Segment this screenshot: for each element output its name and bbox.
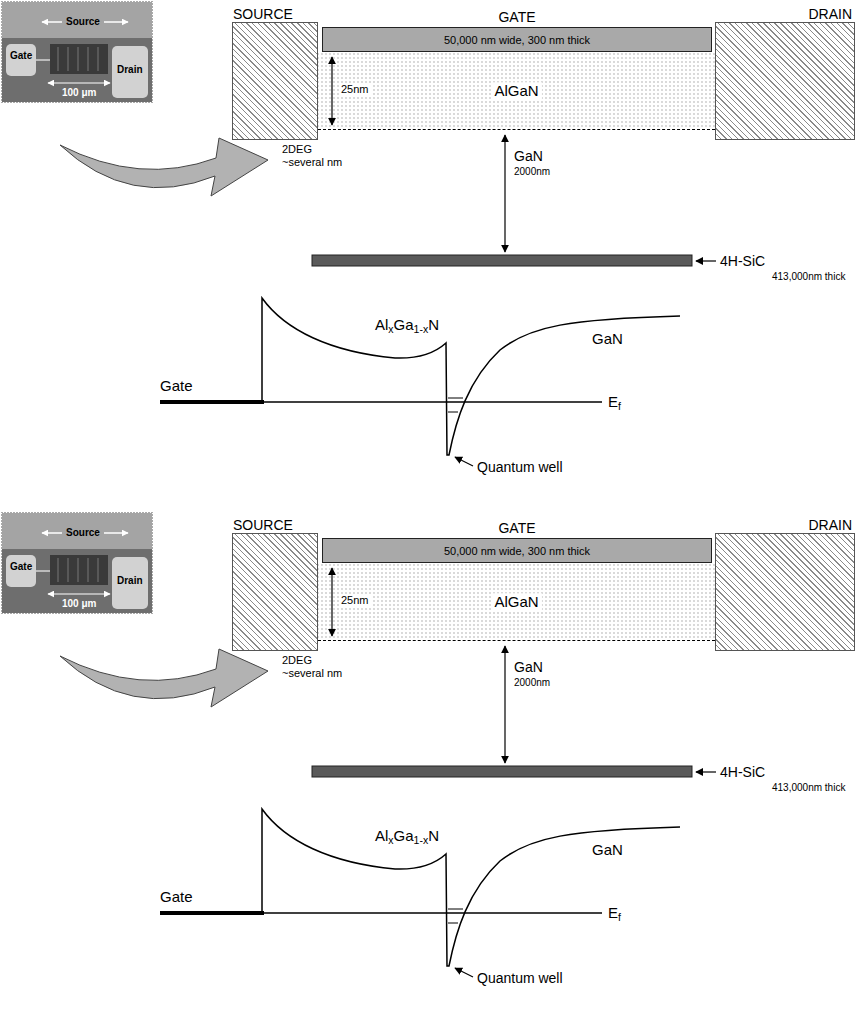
contact-label: SOURCE	[233, 517, 293, 533]
drain-contact: DRAIN	[715, 22, 855, 140]
gate-metal-line	[160, 400, 264, 404]
fermi-level-line	[264, 401, 602, 403]
source-contact: SOURCE	[232, 22, 318, 140]
conduction-band-edge	[262, 298, 680, 455]
gate-pad	[6, 44, 36, 76]
channel-fingers	[58, 47, 98, 71]
transfer-arrow	[60, 138, 268, 196]
callout-label: Quantum well	[477, 459, 563, 475]
photo-label: Drain	[117, 64, 143, 76]
subscript: f	[618, 911, 621, 923]
layer-callout: 2DEG ~several nm	[282, 143, 348, 168]
contact-label: DRAIN	[808, 6, 852, 22]
sic-substrate	[312, 255, 692, 266]
algan-barrier: AlGaN	[318, 563, 715, 641]
band-region-label: GaN	[592, 330, 623, 347]
thickness-arrow	[504, 135, 505, 252]
photo-label: Gate	[10, 50, 32, 62]
leader-arrow	[696, 260, 716, 261]
dimension-label: 25nm	[339, 83, 371, 96]
gate-label: GATE	[498, 520, 535, 536]
gate-feed	[36, 59, 50, 61]
contact-label: SOURCE	[233, 6, 293, 22]
photo-label: Gate	[10, 561, 32, 573]
source-pointer	[104, 21, 128, 23]
layer-label: AlGaN	[491, 593, 541, 610]
text-run: E	[608, 393, 618, 410]
photo-label: Source	[66, 16, 100, 28]
band-region-label: AlxGa1-xN	[375, 827, 439, 846]
dimension-text: 50,000 nm wide, 300 nm thick	[444, 544, 590, 557]
photo-inset: SourceGateDrain 100 μm	[2, 513, 152, 613]
subscript: x	[388, 323, 393, 335]
hemt-figure-copy	[2, 513, 717, 978]
text-run: Al	[375, 316, 388, 333]
band-region-label: AlxGa1-xN	[375, 316, 439, 335]
text-run: Ga	[394, 316, 414, 333]
substrate-label: 4H-SiC	[720, 253, 765, 269]
dimension-label: 2000nm	[514, 166, 550, 178]
dimension-text: 50,000 nm wide, 300 nm thick	[444, 33, 590, 46]
scale-bar-label: 100 μm	[62, 87, 96, 99]
text-run: E	[608, 904, 618, 921]
callout-label: Quantum well	[477, 970, 563, 986]
subscript: x	[388, 834, 393, 846]
text-run: N	[428, 827, 439, 844]
band-region-label: GaN	[592, 841, 623, 858]
text-run: Al	[375, 827, 388, 844]
subscript: 1-x	[414, 323, 429, 335]
inset-border	[2, 2, 153, 103]
substrate-label: 4H-SiC	[720, 764, 765, 780]
photo-label: Drain	[117, 575, 143, 587]
algan-fill	[318, 52, 715, 129]
gate-electrode: GATE50,000 nm wide, 300 nm thick	[322, 27, 712, 52]
photo-inset: SourceGateDrain 100 μm	[2, 2, 152, 102]
source-pointer	[42, 21, 62, 23]
terminal-label: Gate	[160, 377, 193, 394]
dimension-label: 2000nm	[514, 677, 550, 689]
subscript: 1-x	[414, 834, 429, 846]
gate-electrode: GATE50,000 nm wide, 300 nm thick	[322, 538, 712, 563]
dimension-label: 25nm	[339, 594, 371, 607]
drain-contact: DRAIN	[715, 533, 855, 651]
dimension-label: 413,000nm thick	[772, 782, 845, 794]
hemt-figure	[2, 2, 717, 467]
layer-callout: 2DEG ~several nm	[282, 654, 348, 679]
drain-pad	[112, 46, 148, 98]
leader-arrow	[455, 457, 473, 466]
layer-label: GaN	[514, 148, 543, 164]
thickness-arrow	[331, 57, 332, 125]
fermi-level-label: Ef	[608, 904, 621, 923]
photo-label: Source	[66, 527, 100, 539]
layer-label: GaN	[514, 659, 543, 675]
subband-levels	[448, 398, 463, 412]
source-contact: SOURCE	[232, 533, 318, 651]
gate-label: GATE	[498, 9, 535, 25]
terminal-label: Gate	[160, 888, 193, 905]
algan-barrier: AlGaN	[318, 52, 715, 130]
layer-label: AlGaN	[491, 82, 541, 99]
photo-background	[2, 2, 152, 102]
source-pad	[2, 2, 152, 38]
text-run: Ga	[394, 827, 414, 844]
text-run: N	[428, 316, 439, 333]
subscript: f	[618, 400, 621, 412]
contact-label: DRAIN	[808, 517, 852, 533]
scale-bar	[48, 82, 110, 83]
scale-bar-label: 100 μm	[62, 598, 96, 610]
channel-area	[50, 44, 108, 74]
dimension-label: 413,000nm thick	[772, 271, 845, 283]
fermi-level-label: Ef	[608, 393, 621, 412]
